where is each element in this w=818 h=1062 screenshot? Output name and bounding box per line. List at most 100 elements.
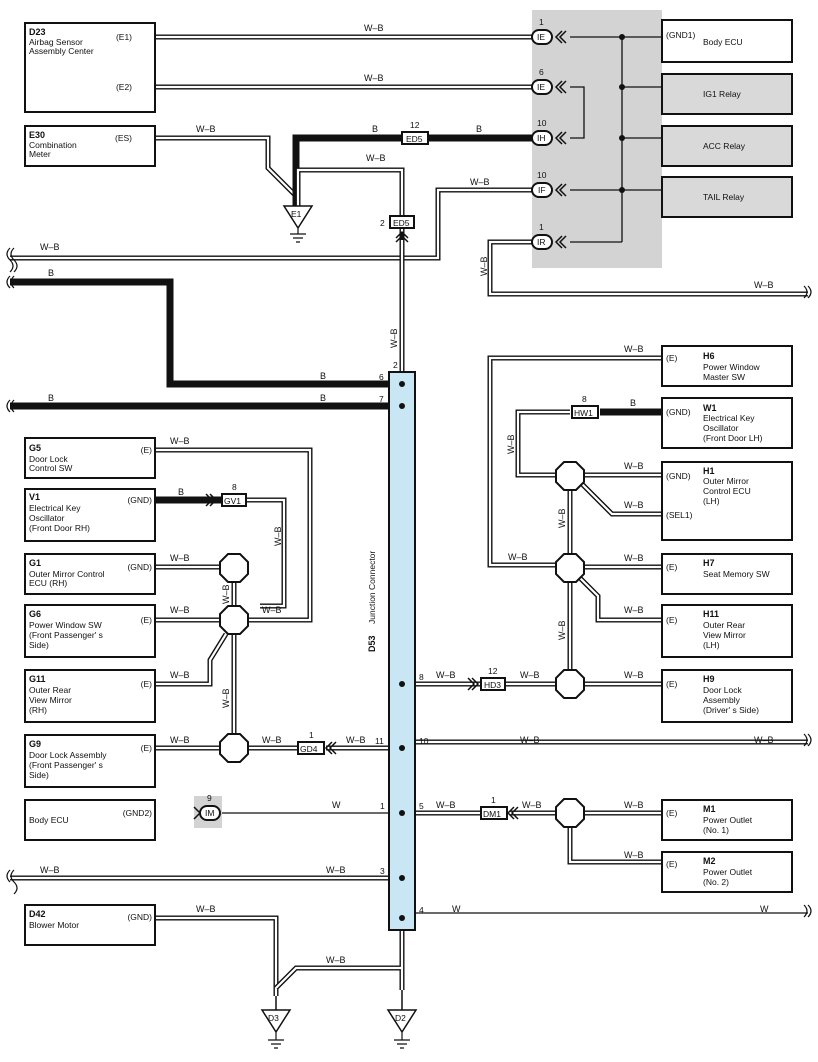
svg-text:(GND): (GND) (127, 912, 152, 922)
conn-ih-pin: 10 (537, 118, 547, 128)
svg-text:B: B (48, 268, 54, 278)
svg-text:G5: G5 (29, 443, 41, 453)
svg-text:W–B: W–B (364, 73, 384, 83)
svg-text:W–B: W–B (221, 584, 231, 604)
conn-gd4-pin: 1 (309, 730, 314, 740)
svg-text:W–B: W–B (624, 500, 644, 510)
svg-text:(Driver' s Side): (Driver' s Side) (703, 705, 759, 715)
svg-text:W–B: W–B (170, 436, 190, 446)
conn-ed5-a-pin: 12 (410, 120, 420, 130)
svg-text:Master SW: Master SW (703, 372, 745, 382)
component-tail-relay: TAIL Relay (661, 176, 793, 218)
svg-text:W–B: W–B (506, 434, 516, 454)
svg-text:(E): (E) (666, 808, 678, 818)
svg-text:M2: M2 (703, 856, 716, 866)
conn-ie-b-pin: 6 (539, 67, 544, 77)
component-w1: (GND) W1 Electrical Key Oscillator (Fron… (661, 397, 793, 449)
svg-text:W–B: W–B (366, 153, 386, 163)
component-h7: (E) H7 Seat Memory SW (661, 553, 793, 595)
svg-text:W–B: W–B (624, 670, 644, 680)
svg-text:Assembly Center: Assembly Center (29, 46, 94, 56)
component-h9: (E) H9 Door Lock Assembly (Driver' s Sid… (661, 669, 793, 723)
svg-text:W–B: W–B (273, 526, 283, 546)
component-g11: G11 Outer Rear View Mirror (RH) (E) (24, 669, 156, 723)
svg-text:(RH): (RH) (29, 705, 47, 715)
svg-text:(LH): (LH) (703, 640, 720, 650)
component-body-ecu-top: (GND1) Body ECU (661, 19, 793, 63)
conn-ih: IH (537, 133, 546, 143)
svg-text:(E): (E) (141, 679, 153, 689)
svg-text:W–B: W–B (221, 688, 231, 708)
pin-3: 3 (380, 866, 385, 876)
svg-text:View Mirror: View Mirror (29, 695, 72, 705)
svg-text:(GND2): (GND2) (123, 808, 152, 818)
svg-text:B: B (476, 124, 482, 134)
svg-text:(E): (E) (666, 679, 678, 689)
svg-text:W–B: W–B (170, 735, 190, 745)
svg-text:Power Window SW: Power Window SW (29, 620, 102, 630)
svg-text:B: B (48, 393, 54, 403)
svg-text:Outer Mirror Control: Outer Mirror Control (29, 569, 105, 579)
svg-text:W–B: W–B (40, 865, 60, 875)
conn-ed5-a: ED5 (406, 134, 423, 144)
svg-text:(Front Door LH): (Front Door LH) (703, 433, 763, 443)
conn-im-pin: 9 (207, 793, 212, 803)
component-g6: G6 Power Window SW (Front Passenger' s S… (24, 604, 156, 658)
pin-10: 10 (419, 736, 429, 746)
svg-text:(E): (E) (666, 615, 678, 625)
component-g9: G9 Door Lock Assembly (Front Passenger' … (24, 734, 156, 788)
svg-text:Outer Rear: Outer Rear (703, 620, 745, 630)
svg-text:Power Outlet: Power Outlet (703, 867, 753, 877)
svg-text:W–B: W–B (470, 177, 490, 187)
component-m1: (E) M1 Power Outlet (No. 1) (661, 799, 793, 841)
component-d23: D23 Airbag Sensor Assembly Center (E1) (… (24, 22, 156, 113)
ground-d2: D2 (395, 1013, 406, 1023)
svg-text:Power Window: Power Window (703, 362, 761, 372)
svg-text:B: B (320, 371, 326, 381)
junction-label: D53 Junction Connector (367, 551, 377, 652)
svg-text:(E): (E) (141, 445, 153, 455)
junction-block-area (532, 10, 662, 268)
svg-text:M1: M1 (703, 804, 716, 814)
svg-text:(GND1): (GND1) (666, 30, 695, 40)
svg-text:Seat Memory SW: Seat Memory SW (703, 569, 770, 579)
component-acc-relay: ACC Relay (661, 125, 793, 167)
component-h11: (E) H11 Outer Rear View Mirror (LH) (661, 604, 793, 658)
svg-text:W–B: W–B (754, 280, 774, 290)
svg-text:(GND): (GND) (666, 407, 691, 417)
svg-text:G11: G11 (29, 674, 46, 684)
svg-text:W–B: W–B (262, 735, 282, 745)
conn-dm1-pin: 1 (491, 795, 496, 805)
svg-text:Electrical Key: Electrical Key (29, 503, 81, 513)
splice-nodes (219, 461, 585, 828)
svg-text:Control ECU: Control ECU (703, 486, 751, 496)
svg-text:W: W (452, 904, 461, 914)
svg-text:W–B: W–B (436, 670, 456, 680)
junction-pins: 2 6 7 11 1 3 8 10 5 4 (375, 360, 429, 915)
junction-name: Junction Connector (367, 551, 377, 624)
svg-text:D23: D23 (29, 27, 46, 37)
svg-text:D42: D42 (29, 909, 46, 919)
conn-ir-pin: 1 (539, 222, 544, 232)
pin-5: 5 (419, 801, 424, 811)
svg-text:W–B: W–B (479, 256, 489, 276)
svg-text:W–B: W–B (40, 242, 60, 252)
svg-text:H1: H1 (703, 466, 715, 476)
svg-text:Outer Mirror: Outer Mirror (703, 476, 749, 486)
svg-text:Power Outlet: Power Outlet (703, 815, 753, 825)
pill-connector-labels: IE 1 IE 6 IH 10 IF 10 IR 1 IM 9 (205, 17, 547, 818)
pin-11: 11 (375, 736, 384, 746)
svg-text:W: W (332, 800, 341, 810)
junction-connector-d53 (388, 371, 416, 931)
conn-ed5-b: ED5 (393, 218, 410, 228)
svg-text:V1: V1 (29, 492, 40, 502)
component-e30: E30 Combination Meter (ES) (24, 125, 156, 167)
wire-labels: W–B W–B W–B B B W–B W–B W–B B W–B B B B … (40, 23, 774, 965)
svg-text:E30: E30 (29, 130, 45, 140)
arrowheads (193, 30, 567, 820)
component-g1: G1 Outer Mirror Control ECU (RH) (GND) (24, 553, 156, 595)
svg-text:ECU (RH): ECU (RH) (29, 578, 67, 588)
svg-text:W–B: W–B (624, 850, 644, 860)
ground-e1: E1 (291, 209, 302, 219)
